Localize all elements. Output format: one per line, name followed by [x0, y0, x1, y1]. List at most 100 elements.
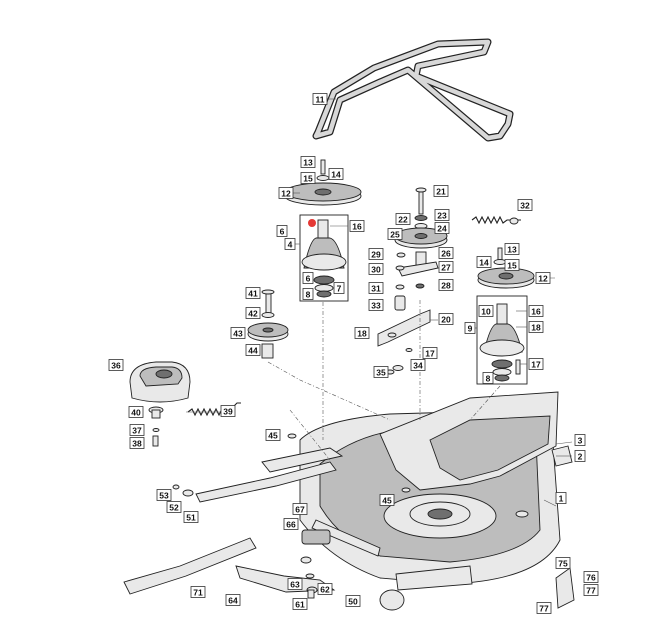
callout-label: 24	[434, 222, 450, 234]
callout-box	[245, 307, 261, 319]
callout-number: 66	[286, 520, 296, 530]
callout-number: 62	[320, 585, 330, 595]
callout-box	[583, 571, 599, 583]
callout-box	[410, 359, 426, 371]
callout-label: 8	[302, 288, 314, 300]
callout-box	[368, 282, 384, 294]
callout-box	[504, 243, 520, 255]
callout-box	[129, 424, 145, 436]
callout-number: 8	[486, 374, 491, 384]
callout-number: 42	[248, 309, 258, 319]
callout-box	[287, 578, 303, 590]
callout-number: 26	[441, 249, 451, 259]
callout-label: 23	[434, 209, 450, 221]
callout-number: 18	[531, 323, 541, 333]
callout-label: 20	[438, 313, 454, 325]
callout-label: 6	[276, 225, 288, 237]
callout-label: 33	[368, 299, 384, 311]
callout-label: 22	[395, 213, 411, 225]
callout-label: 12	[278, 187, 294, 199]
callout-label: 67	[292, 503, 308, 515]
callout-box	[333, 282, 345, 294]
callout-label: 41	[245, 287, 261, 299]
callout-box	[504, 259, 520, 271]
callout-number: 38	[132, 439, 142, 449]
callout-box	[368, 299, 384, 311]
callout-label: 9	[464, 322, 476, 334]
callout-box	[574, 450, 586, 462]
callout-label: 13	[300, 156, 316, 168]
callout-number: 43	[233, 329, 243, 339]
callout-box	[476, 256, 492, 268]
callout-label: 12	[535, 272, 551, 284]
callout-box	[302, 288, 314, 300]
callout-number: 51	[186, 513, 196, 523]
callout-label: 26	[438, 247, 454, 259]
callout-box	[583, 584, 599, 596]
callout-box	[368, 248, 384, 260]
callout-label: 7	[333, 282, 345, 294]
callout-number: 64	[228, 596, 238, 606]
callout-label: 11	[312, 93, 328, 105]
callout-number: 75	[558, 559, 568, 569]
callout-number: 13	[303, 158, 313, 168]
callout-label: 42	[245, 307, 261, 319]
callout-label: 16	[349, 220, 365, 232]
callout-label: 50	[345, 595, 361, 607]
callout-label: 52	[166, 501, 182, 513]
callout-box	[438, 313, 454, 325]
callout-number: 14	[479, 258, 489, 268]
callout-box	[292, 598, 308, 610]
callout-box	[555, 557, 571, 569]
highlight-marker	[308, 219, 316, 227]
callout-number: 67	[295, 505, 305, 515]
callout-box	[478, 305, 494, 317]
callout-number: 52	[169, 503, 179, 513]
callout-number: 24	[437, 224, 447, 234]
callout-label: 63	[287, 578, 303, 590]
callout-number: 15	[507, 261, 517, 271]
callout-box	[230, 327, 246, 339]
callout-number: 28	[441, 281, 451, 291]
callout-number: 34	[413, 361, 423, 371]
right-spindle-assembly	[476, 247, 535, 385]
callout-number: 77	[586, 586, 596, 596]
callout-box	[354, 327, 370, 339]
callout-box	[349, 220, 365, 232]
callout-number: 23	[437, 211, 447, 221]
callout-number: 6	[280, 227, 285, 237]
callout-number: 17	[531, 360, 541, 370]
callout-box	[464, 322, 476, 334]
callout-number: 71	[193, 588, 203, 598]
callout-number: 17	[425, 349, 435, 359]
callout-label: 8	[482, 372, 494, 384]
callout-number: 29	[371, 250, 381, 260]
callout-number: 36	[111, 361, 121, 371]
callout-number: 39	[223, 407, 233, 417]
callout-label: 43	[230, 327, 246, 339]
callout-label: 15	[504, 259, 520, 271]
callout-label: 76	[583, 571, 599, 583]
callout-box	[190, 586, 206, 598]
callout-box	[276, 225, 288, 237]
callout-number: 21	[436, 187, 446, 197]
callout-label: 14	[476, 256, 492, 268]
callout-number: 11	[316, 95, 325, 105]
callout-box	[245, 344, 261, 356]
callout-label: 34	[410, 359, 426, 371]
callout-box	[312, 93, 328, 105]
callout-label: 1	[555, 492, 567, 504]
callout-box	[166, 501, 182, 513]
callout-box	[433, 185, 449, 197]
callout-label: 62	[317, 583, 333, 595]
callout-box	[278, 187, 294, 199]
callout-box	[536, 602, 552, 614]
callout-box	[300, 172, 316, 184]
callout-number: 35	[376, 368, 386, 378]
callout-number: 14	[331, 170, 341, 180]
callout-box	[345, 595, 361, 607]
left-spindle-assembly	[284, 159, 362, 302]
callout-label: 64	[225, 594, 241, 606]
callout-label: 31	[368, 282, 384, 294]
callout-number: 31	[371, 284, 381, 294]
